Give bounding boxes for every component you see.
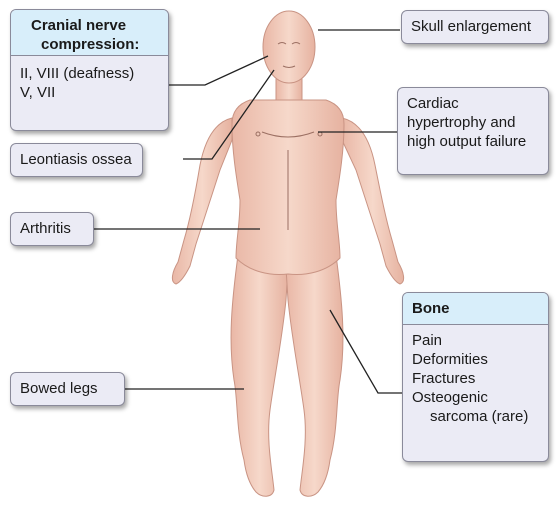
- cardiac-label: Cardiac hypertrophy and high output fail…: [397, 87, 549, 175]
- cardiac-line: high output failure: [407, 132, 539, 151]
- leontiasis-label: Leontiasis ossea: [10, 143, 143, 177]
- bowed-legs-text: Bowed legs: [20, 379, 115, 398]
- arthritis-label: Arthritis: [10, 212, 94, 246]
- cranial-nerve-header: Cranial nerve compression:: [11, 10, 168, 56]
- bone-item: Deformities: [412, 350, 539, 369]
- bowed-legs-label: Bowed legs: [10, 372, 125, 406]
- skull-enlargement-text: Skull enlargement: [411, 17, 539, 36]
- bone-item: Osteogenic: [412, 388, 539, 407]
- bone-title: Bone: [412, 299, 539, 318]
- cranial-item: II, VIII (deafness): [20, 64, 159, 83]
- cranial-title-line2: compression:: [31, 35, 159, 54]
- bone-box: Bone Pain Deformities Fractures Osteogen…: [402, 292, 549, 462]
- bone-item: Fractures: [412, 369, 539, 388]
- cranial-item: V, VII: [20, 83, 159, 102]
- bone-header: Bone: [403, 293, 548, 325]
- cranial-title-line1: Cranial nerve: [31, 16, 159, 35]
- cardiac-line: hypertrophy and: [407, 113, 539, 132]
- cranial-nerve-box: Cranial nerve compression: II, VIII (dea…: [10, 9, 169, 131]
- leontiasis-text: Leontiasis ossea: [20, 150, 133, 169]
- skull-enlargement-label: Skull enlargement: [401, 10, 549, 44]
- arthritis-text: Arthritis: [20, 219, 84, 238]
- bone-item: sarcoma (rare): [412, 407, 539, 426]
- bone-item: Pain: [412, 331, 539, 350]
- cardiac-line: Cardiac: [407, 94, 539, 113]
